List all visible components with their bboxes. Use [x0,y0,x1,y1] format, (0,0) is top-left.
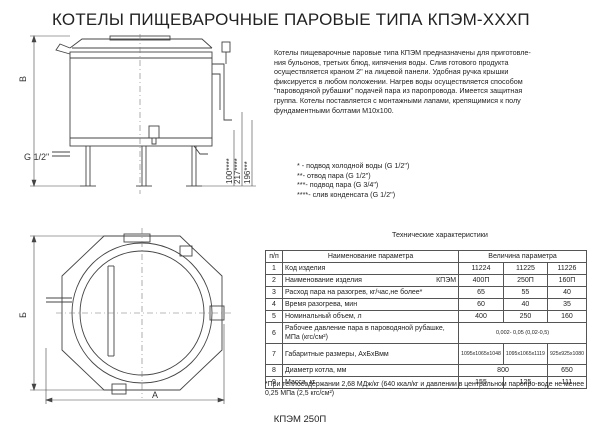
row-num: 8 [265,364,283,377]
table-row: 4 Время разогрева, мин 60 40 35 [265,298,588,311]
row-value: 11225 [502,262,548,275]
page-title: КОТЕЛЫ ПИЩЕВАРОЧНЫЕ ПАРОВЫЕ ТИПА КПЭМ-ХХ… [52,10,530,29]
description-line: Котелы пищеварочные паровые типа КПЭМ пр… [274,48,531,57]
note-line: * - подвод холодной воды (G 1/2") [297,161,410,170]
row-value: 800 [458,364,548,377]
row-value: 250П [502,274,548,287]
row-value: 155 [458,376,504,389]
row-unit: КПЭМ [420,274,460,287]
note-line: ****- слив конденсата (G 1/2") [297,189,396,199]
row-name: Габаритные размеры, АхБхВмм [281,343,460,365]
table-row: 3 Расход пара на разогрев, кг/час,не бол… [265,286,588,299]
row-name: Расход пара на разогрев, кг/час,не более… [281,286,460,299]
spec-table: п/п Наименование параметра Величина пара… [265,250,588,389]
row-value: 11224 [458,262,504,275]
description-line: "пароводяной рубашки" подачей пара из па… [274,86,523,96]
row-name: Код изделия [281,262,460,275]
row-num: 6 [265,322,283,344]
table-row: 6 Рабочее давление пара в пароводяной ру… [265,322,587,344]
row-value: 11226 [546,262,588,275]
dim-a-label: А [152,390,158,400]
row-value: 160П [546,274,588,287]
description-line: осуществляется краном 2" на лицевой пане… [274,67,509,77]
dim-196-label: 196*** [243,161,252,184]
row-value: 250 [502,310,548,323]
table-row: 8 Диаметр котла, мм 800 650 [265,364,588,377]
row-value: 40 [546,286,588,299]
row-value: 925х925х1080 [546,343,588,365]
row-name: Диаметр котла, мм [281,364,460,377]
row-value: 35 [546,298,588,311]
table-row: 7 Габаритные размеры, АхБхВмм 1095х1065х… [265,343,588,365]
image-caption: КПЭМ 250П [273,414,327,425]
header-num: п/п [265,250,283,263]
row-value: 400 [458,310,504,323]
table-row: 9 Масса, кг 155 125 111 [265,376,588,389]
row-num: 2 [265,274,283,287]
header-value: Величина параметра [458,250,587,263]
row-value: 650 [546,364,588,377]
catalog-sheet: КОТЕЛЫ ПИЩЕВАРОЧНЫЕ ПАРОВЫЕ ТИПА КПЭМ-ХХ… [12,4,590,410]
row-name: Масса, кг [281,376,460,389]
dim-217-label: 217**** [233,158,242,184]
side-view-drawing: В G 1/2" 100**** 217**** 196*** [18,34,256,194]
row-name: Время разогрева, мин [281,298,460,311]
row-name: Наименование изделия [282,274,421,287]
row-num: 3 [265,286,283,299]
row-value: 1095х1065х1048 [458,343,504,365]
row-name: Номинальный объем, л [281,310,460,323]
table-row: 5 Номинальный объем, л 400 250 160 [265,310,588,323]
row-name: Рабочее давление пара в пароводяной руба… [281,322,460,344]
row-num: 5 [265,310,283,323]
connection-notes: * - подвод холодной воды (G 1/2") **- от… [297,161,409,199]
row-num: 7 [265,343,283,365]
description-line: фиксируется в любом положении. Нагрев во… [274,76,523,86]
row-value: 40 [502,298,548,311]
dim-bb-label: Б [18,312,28,318]
table-row: 2 Наименование изделия КПЭМ 400П 250П 16… [265,274,588,287]
dim-g-label: G 1/2" [24,152,49,162]
dim-b-label: В [18,76,28,82]
header-name: Наименование параметра [281,250,460,263]
row-value: 1095х1065х1119 [502,343,548,365]
description-line: фундаментными болтами М10х100. [274,105,394,115]
row-num: 4 [265,298,283,311]
row-value: 111 [546,376,588,389]
table-row: 1 Код изделия 11224 11225 11226 [265,262,588,275]
row-value: 55 [502,286,548,299]
description-line: ния бульонов, третьих блюд, кипячения во… [274,57,509,67]
product-description: Котелы пищеварочные паровые типа КПЭМ пр… [274,48,584,115]
note-line: **- отвод пара (G 1/2") [297,170,371,180]
row-value: 400П [458,274,504,287]
spec-footnote: *При теплосодержании 2,68 МДж/кг (640 кк… [265,381,585,397]
row-value: 0,002- 0,05 (0,02-0,5) [458,322,587,344]
row-value: 60 [458,298,504,311]
dim-100-label: 100**** [225,158,234,184]
spec-title: Технические характеристики [392,230,488,239]
row-value: 65 [458,286,504,299]
top-view-drawing: Б А [18,228,232,404]
row-num: 1 [265,262,283,275]
note-line: ***- подвод пара (G 3/4") [297,180,379,190]
row-value: 160 [546,310,588,323]
description-line: группа. Котелы поставляется с монтажными… [274,95,521,105]
